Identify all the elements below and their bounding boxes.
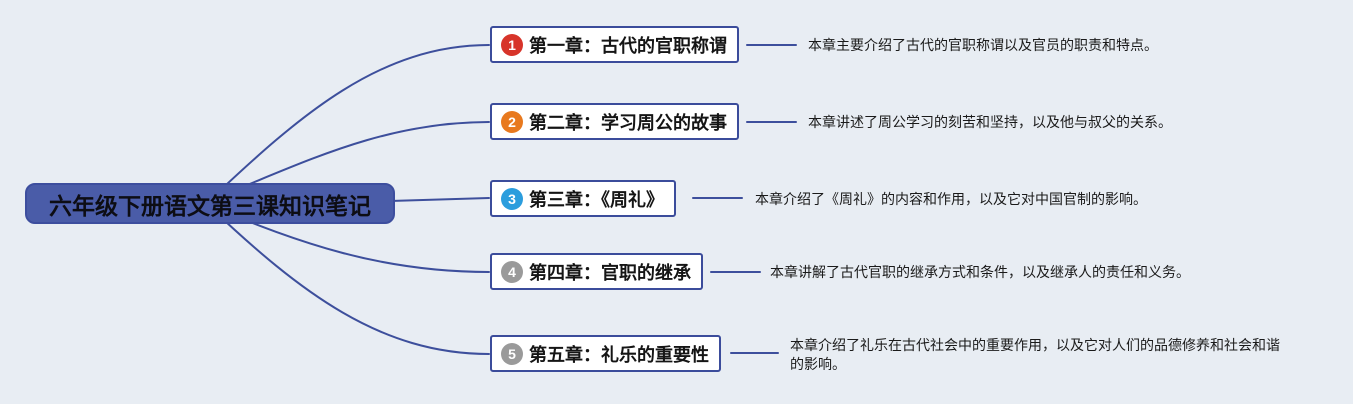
chapter2-number-badge: 2 xyxy=(501,110,523,133)
chapter3-node[interactable]: 3 第三章：《周礼》 xyxy=(490,180,676,217)
chapter3-number-badge: 3 xyxy=(501,187,523,210)
chapter4-description: 本章讲解了古代官职的继承方式和条件，以及继承人的责任和义务。 xyxy=(770,264,1190,280)
chapter1-number-badge: 1 xyxy=(501,33,523,56)
edge-root-to-chapter3 xyxy=(389,197,490,202)
chapter5-number-badge: 5 xyxy=(501,342,523,365)
chapter2-title: 第二章：学习周公的故事 xyxy=(529,112,727,133)
chapter1-title: 第一章：古代的官职称谓 xyxy=(529,35,727,56)
chapter4-number-badge: 4 xyxy=(501,260,523,283)
root-node-title: 六年级下册语文第三课知识笔记 xyxy=(49,192,371,219)
edge-root-to-chapter1 xyxy=(209,44,490,201)
chapter2-description: 本章讲述了周公学习的刻苦和坚持，以及他与叔父的关系。 xyxy=(808,114,1172,130)
chapter1-description: 本章主要介绍了古代的官职称谓以及官员的职责和特点。 xyxy=(808,37,1158,53)
chapter4-title: 第四章：官职的继承 xyxy=(529,262,691,283)
edge-root-to-chapter5 xyxy=(209,206,490,355)
chapter5-node[interactable]: 5 第五章：礼乐的重要性 xyxy=(490,335,721,372)
chapter5-description: 本章介绍了礼乐在古代社会中的重要作用，以及它对人们的品德修养和社会和谐的影响。 xyxy=(790,337,1280,372)
chapter4-node[interactable]: 4 第四章：官职的继承 xyxy=(490,253,703,290)
chapter3-title: 第三章：《周礼》 xyxy=(529,189,664,210)
chapter5-title: 第五章：礼乐的重要性 xyxy=(529,344,709,365)
root-node[interactable]: 六年级下册语文第三课知识笔记 xyxy=(25,183,395,224)
chapter3-description: 本章介绍了《周礼》的内容和作用，以及它对中国官制的影响。 xyxy=(755,191,1147,207)
chapter1-node[interactable]: 1 第一章：古代的官职称谓 xyxy=(490,26,739,63)
chapter2-node[interactable]: 2 第二章：学习周公的故事 xyxy=(490,103,739,140)
